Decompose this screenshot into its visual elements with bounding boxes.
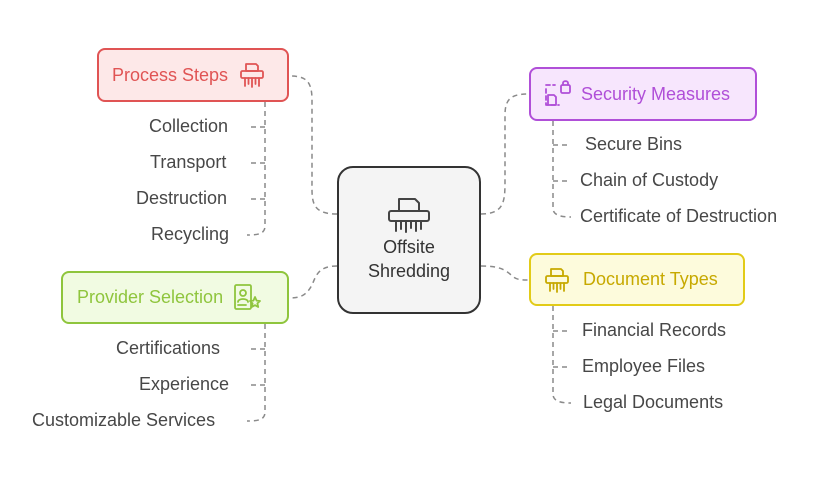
shredder-icon — [543, 266, 571, 294]
leaf-collection[interactable]: Collection — [149, 116, 229, 136]
rail-process — [246, 102, 266, 236]
leaf-legal-documents[interactable]: Legal Documents — [583, 392, 724, 412]
certificate-icon — [232, 283, 262, 313]
rail-doctypes — [552, 306, 572, 404]
leaf-transport[interactable]: Transport — [150, 152, 227, 172]
branch-security-measures[interactable]: Security Measures — [529, 67, 757, 121]
leaf-customizable-services[interactable]: Customizable Services — [32, 410, 216, 430]
branch-process-steps-label: Process Steps — [112, 64, 229, 85]
rail-security — [552, 121, 572, 218]
branch-document-types[interactable]: Document Types — [529, 253, 745, 306]
rail-provider — [246, 324, 266, 422]
branch-security-measures-label: Security Measures — [581, 83, 731, 104]
leaf-employee-files[interactable]: Employee Files — [582, 356, 706, 376]
leaf-secure-bins[interactable]: Secure Bins — [585, 134, 683, 154]
branch-provider-selection-label: Provider Selection — [77, 287, 224, 307]
connector-security — [480, 93, 530, 215]
leaf-chain-of-custody[interactable]: Chain of Custody — [580, 170, 719, 190]
leaf-financial-records[interactable]: Financial Records — [582, 320, 727, 340]
leaf-experience[interactable]: Experience — [139, 374, 230, 394]
connector-doctypes — [480, 265, 530, 281]
leaf-recycling[interactable]: Recycling — [151, 224, 230, 244]
leaf-certificate-of-destruction[interactable]: Certificate of Destruction — [580, 206, 778, 226]
branch-provider-selection[interactable]: Provider Selection — [61, 271, 289, 324]
shredder-icon — [386, 197, 432, 235]
branch-document-types-label: Document Types — [583, 269, 718, 289]
leaf-certifications[interactable]: Certifications — [116, 338, 221, 358]
connector-provider — [288, 265, 338, 299]
leaf-destruction[interactable]: Destruction — [136, 188, 228, 208]
lock-document-icon — [543, 79, 573, 109]
branch-process-steps[interactable]: Process Steps — [97, 48, 289, 102]
connector-process — [288, 75, 338, 215]
shredder-icon — [238, 61, 266, 89]
